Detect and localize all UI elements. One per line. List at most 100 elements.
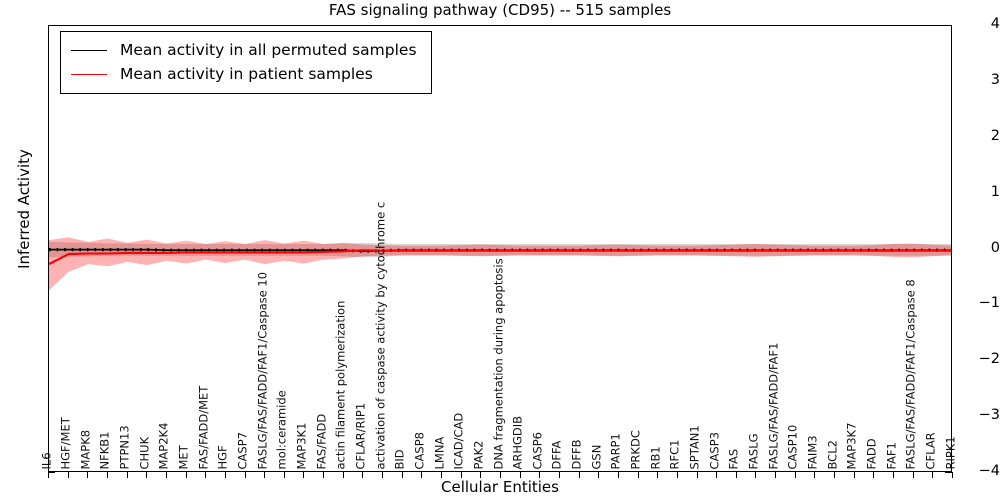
y-axis-label: Inferred Activity bbox=[15, 149, 33, 269]
x-tick-label: FADD bbox=[864, 437, 879, 469]
x-tick-label: GSN bbox=[589, 444, 604, 469]
x-tick-mark bbox=[126, 472, 128, 478]
x-tick-label: RB1 bbox=[648, 445, 663, 469]
x-tick-mark bbox=[794, 472, 796, 478]
x-tick-mark bbox=[362, 472, 364, 478]
x-tick-mark bbox=[323, 472, 325, 478]
legend-item[interactable]: Mean activity in patient samples bbox=[71, 62, 417, 86]
x-tick-label: PARP1 bbox=[608, 432, 623, 469]
x-tick-label: RFC1 bbox=[667, 439, 682, 469]
x-tick-mark bbox=[146, 472, 148, 478]
x-tick-mark bbox=[87, 472, 89, 478]
x-tick-label: activation of caspase activity by cytoch… bbox=[373, 201, 388, 469]
x-tick-label: NFKB1 bbox=[97, 431, 112, 469]
x-tick-label: FAIM3 bbox=[805, 434, 820, 469]
y-tick-mark bbox=[945, 472, 952, 473]
chart-title: FAS signaling pathway (CD95) -- 515 samp… bbox=[328, 1, 672, 19]
x-tick-label: IL6 bbox=[39, 451, 53, 469]
x-tick-label: BCL2 bbox=[825, 439, 840, 469]
x-tick-mark bbox=[67, 472, 69, 478]
x-tick-label: LMNA bbox=[432, 436, 447, 469]
x-tick-label: FAS/FADD/MET bbox=[196, 385, 211, 469]
x-tick-mark bbox=[696, 472, 698, 478]
x-tick-mark bbox=[853, 472, 855, 478]
x-tick-mark bbox=[244, 472, 246, 478]
x-tick-label: FASLG bbox=[746, 432, 761, 469]
x-tick-mark bbox=[205, 472, 207, 478]
x-tick-mark bbox=[912, 472, 914, 478]
x-tick-label: DFFB bbox=[569, 439, 584, 469]
plot-area bbox=[48, 25, 952, 472]
x-tick-label: BID bbox=[392, 448, 407, 469]
x-tick-mark bbox=[834, 472, 836, 478]
x-tick-mark bbox=[873, 472, 875, 478]
y-tick-label: −1 bbox=[978, 295, 1000, 312]
x-tick-label: MET bbox=[176, 444, 191, 469]
x-tick-label: CFLAR bbox=[923, 431, 938, 469]
x-tick-label: PRKDC bbox=[628, 429, 643, 469]
x-tick-mark bbox=[106, 472, 108, 478]
legend-label: Mean activity in all permuted samples bbox=[120, 41, 417, 59]
x-tick-mark bbox=[617, 472, 619, 478]
x-tick-label: CASP3 bbox=[707, 431, 722, 469]
x-tick-label: PTPN13 bbox=[117, 424, 132, 469]
x-tick-label: PAK2 bbox=[471, 440, 486, 469]
x-tick-mark bbox=[735, 472, 737, 478]
x-tick-label: SPTAN1 bbox=[687, 424, 702, 469]
x-tick-mark bbox=[48, 472, 49, 478]
x-tick-label: FASLG/FAS/FADD/FAF1/Caspase 8 bbox=[903, 278, 918, 469]
x-tick-label: ARHGDIB bbox=[510, 415, 525, 469]
x-tick-label: MAPK8 bbox=[78, 429, 93, 469]
y-tick-label: 0 bbox=[990, 239, 1000, 256]
x-tick-label: CASP10 bbox=[785, 424, 800, 469]
x-tick-mark bbox=[283, 472, 285, 478]
x-tick-label: CFLAR/RIP1 bbox=[353, 402, 368, 469]
chart-canvas bbox=[49, 237, 951, 291]
x-tick-mark bbox=[421, 472, 423, 478]
x-tick-mark bbox=[637, 472, 639, 478]
y-tick-label: 4 bbox=[990, 16, 1000, 32]
x-tick-mark bbox=[755, 472, 757, 478]
series-line bbox=[49, 249, 951, 266]
x-tick-label: HGF bbox=[215, 444, 230, 469]
x-tick-label: FASLG/FAS/FADD/FAF1/Caspase 10 bbox=[255, 271, 270, 469]
x-tick-mark bbox=[480, 472, 482, 478]
x-tick-mark bbox=[539, 472, 541, 478]
x-tick-mark bbox=[676, 472, 678, 478]
x-tick-label: mol:ceramide bbox=[274, 389, 289, 469]
x-tick-label: DFFA bbox=[549, 440, 564, 469]
x-tick-mark bbox=[165, 472, 167, 478]
x-tick-mark bbox=[441, 472, 443, 478]
x-tick-label: FAS/FADD bbox=[314, 413, 329, 469]
x-tick-label: MAP3K1 bbox=[294, 422, 309, 469]
x-tick-mark bbox=[342, 472, 344, 478]
x-tick-mark bbox=[814, 472, 816, 478]
y-tick-label: 3 bbox=[990, 71, 1000, 88]
x-tick-label: CHUK bbox=[137, 436, 152, 469]
x-tick-mark bbox=[185, 472, 187, 478]
x-tick-mark bbox=[460, 472, 462, 478]
x-tick-label: ICAD/CAD bbox=[451, 412, 466, 469]
x-tick-label: CASP8 bbox=[412, 431, 427, 469]
x-tick-mark bbox=[952, 472, 953, 478]
x-tick-mark bbox=[401, 472, 403, 478]
x-tick-mark bbox=[598, 472, 600, 478]
x-tick-mark bbox=[775, 472, 777, 478]
x-tick-label: DNA fragmentation during apoptosis bbox=[491, 257, 505, 469]
x-tick-mark bbox=[224, 472, 226, 478]
legend-color-swatch bbox=[71, 73, 107, 75]
legend-item[interactable]: Mean activity in all permuted samples bbox=[71, 38, 417, 62]
x-axis-label: Cellular Entities bbox=[441, 478, 559, 496]
x-tick-label: HGF/MET bbox=[58, 416, 73, 469]
x-tick-mark bbox=[578, 472, 580, 478]
y-tick-label: −3 bbox=[978, 407, 1000, 424]
x-tick-label: MAP2K4 bbox=[156, 422, 171, 469]
x-tick-mark bbox=[558, 472, 560, 478]
x-tick-mark bbox=[657, 472, 659, 478]
y-tick-label: 2 bbox=[990, 127, 1000, 144]
x-tick-mark bbox=[893, 472, 895, 478]
x-tick-label: FAS bbox=[726, 448, 741, 469]
x-tick-mark bbox=[382, 472, 384, 478]
